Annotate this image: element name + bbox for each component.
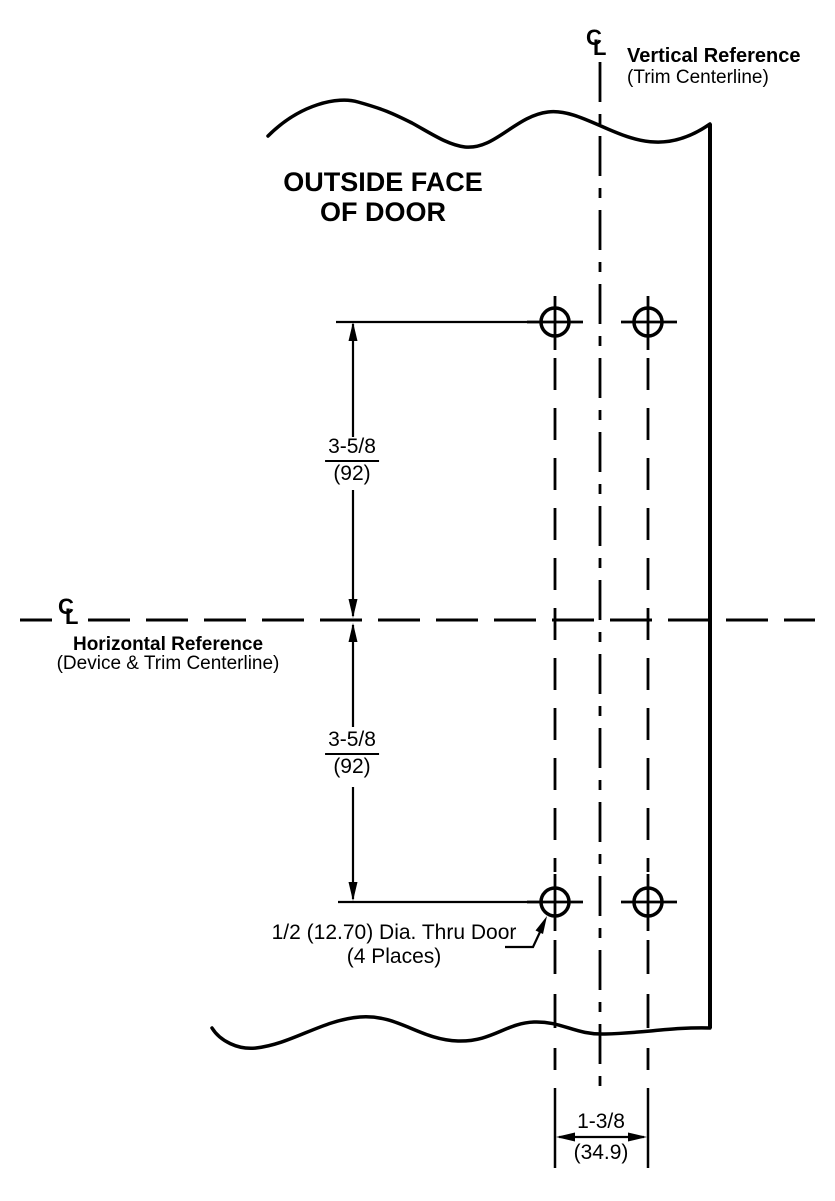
vertical-reference-label: Vertical Reference (Trim Centerline) [627, 45, 801, 89]
upper-dimension-label: 3-5/8 (92) [325, 435, 379, 486]
hole-spacing-arrow-left [556, 1132, 575, 1142]
upper-dim-arrow-down [348, 599, 358, 618]
hole-spacing-arrow-right [628, 1132, 647, 1142]
hole-callout-label: 1/2 (12.70) Dia. Thru Door (4 Places) [272, 921, 517, 969]
vertical-reference-detail: (Trim Centerline) [627, 67, 769, 88]
upper-dim-arrow-up [348, 322, 358, 341]
horizontal-reference-detail: (Device & Trim Centerline) [56, 653, 280, 674]
hole-callout-line-2: (4 Places) [346, 945, 442, 968]
hole-bottom-left [539, 886, 571, 918]
upper-dimension-imperial: 3-5/8 [325, 435, 379, 462]
hole-spacing-metric: (34.9) [573, 1141, 629, 1164]
lower-dim-arrow-down [348, 882, 358, 901]
title-line-1: OUTSIDE FACE [283, 167, 483, 197]
centerline-symbol-c: C [586, 25, 602, 50]
upper-dimension-metric: (92) [333, 462, 371, 485]
centerline-symbol-l: L [65, 604, 79, 629]
hole-spacing-imperial: 1-3/8 [577, 1110, 625, 1133]
lower-dimension-label: 3-5/8 (92) [325, 728, 379, 779]
centerline-symbol-l: L [593, 35, 607, 60]
lower-dim-arrow-up [348, 623, 358, 642]
page-title: OUTSIDE FACE OF DOOR [283, 167, 483, 227]
top-break-line [266, 98, 712, 149]
hole-callout-line-1: 1/2 (12.70) Dia. Thru Door [271, 921, 517, 944]
bottom-break-line [210, 1015, 712, 1050]
vertical-reference-name: Vertical Reference [627, 45, 801, 67]
hole-bottom-right [632, 886, 664, 918]
centerline-symbol-c: C [58, 594, 74, 619]
vertical-centerline-symbol: C L [586, 25, 612, 60]
title-line-2: OF DOOR [320, 197, 446, 227]
hole-callout-leader-arrow [535, 916, 547, 934]
horizontal-reference-name: Horizontal Reference [72, 634, 264, 655]
horizontal-reference-label: Horizontal Reference (Device & Trim Cent… [57, 635, 280, 674]
hole-callout-leader [505, 931, 541, 949]
horizontal-centerline-symbol: C L [58, 594, 84, 629]
lower-dimension-metric: (92) [333, 755, 371, 778]
hole-top-right [632, 306, 664, 338]
lower-dimension-imperial: 3-5/8 [325, 728, 379, 755]
hole-top-left [539, 306, 571, 338]
